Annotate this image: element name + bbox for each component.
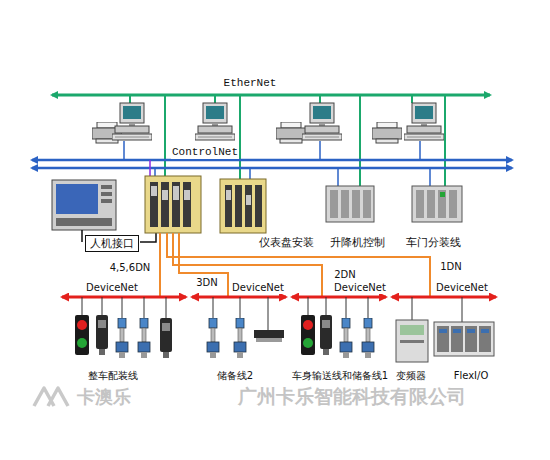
caption-text: 储备线2 bbox=[217, 370, 253, 382]
network-name: ControlNet bbox=[171, 146, 239, 159]
line-label: 整车配装线 bbox=[88, 370, 138, 382]
segment-number: 3DN bbox=[195, 277, 219, 289]
segment-number: 4,5,6DN bbox=[109, 262, 152, 274]
watermark: 卡澳乐 bbox=[77, 387, 131, 408]
caption-text: 车身输送线和储备线1 bbox=[292, 370, 388, 382]
caption-text: 仪表盘安装 bbox=[259, 236, 314, 249]
watermark: 广州卡乐智能科技有限公司 bbox=[238, 386, 466, 408]
caption-text: 升降机控制 bbox=[330, 236, 385, 249]
caption-text: 整车配装线 bbox=[88, 370, 138, 382]
network-name: DeviceNet bbox=[231, 282, 285, 294]
network-name: DeviceNet bbox=[333, 282, 387, 294]
line-label: 车身输送线和储备线1 bbox=[292, 370, 388, 382]
network-name: EtherNet bbox=[223, 77, 278, 90]
line-label: 储备线2 bbox=[217, 370, 253, 382]
station-label: 升降机控制 bbox=[330, 236, 385, 249]
network-name: DeviceNet bbox=[435, 282, 489, 294]
station-label: 仪表盘安装 bbox=[259, 236, 314, 249]
hmi-label: 人机接口 bbox=[85, 235, 139, 252]
device-label: FlexI/O bbox=[454, 370, 489, 382]
segment-number: 1DN bbox=[439, 261, 463, 273]
network-name: DeviceNet bbox=[85, 282, 139, 294]
caption-text: FlexI/O bbox=[454, 370, 489, 382]
caption-text: 变频器 bbox=[396, 370, 426, 382]
caption-text: 人机接口 bbox=[90, 237, 134, 250]
station-label: 车门分装线 bbox=[406, 236, 461, 249]
device-label: 变频器 bbox=[396, 370, 426, 382]
segment-number: 2DN bbox=[333, 269, 357, 281]
caption-text: 车门分装线 bbox=[406, 236, 461, 249]
